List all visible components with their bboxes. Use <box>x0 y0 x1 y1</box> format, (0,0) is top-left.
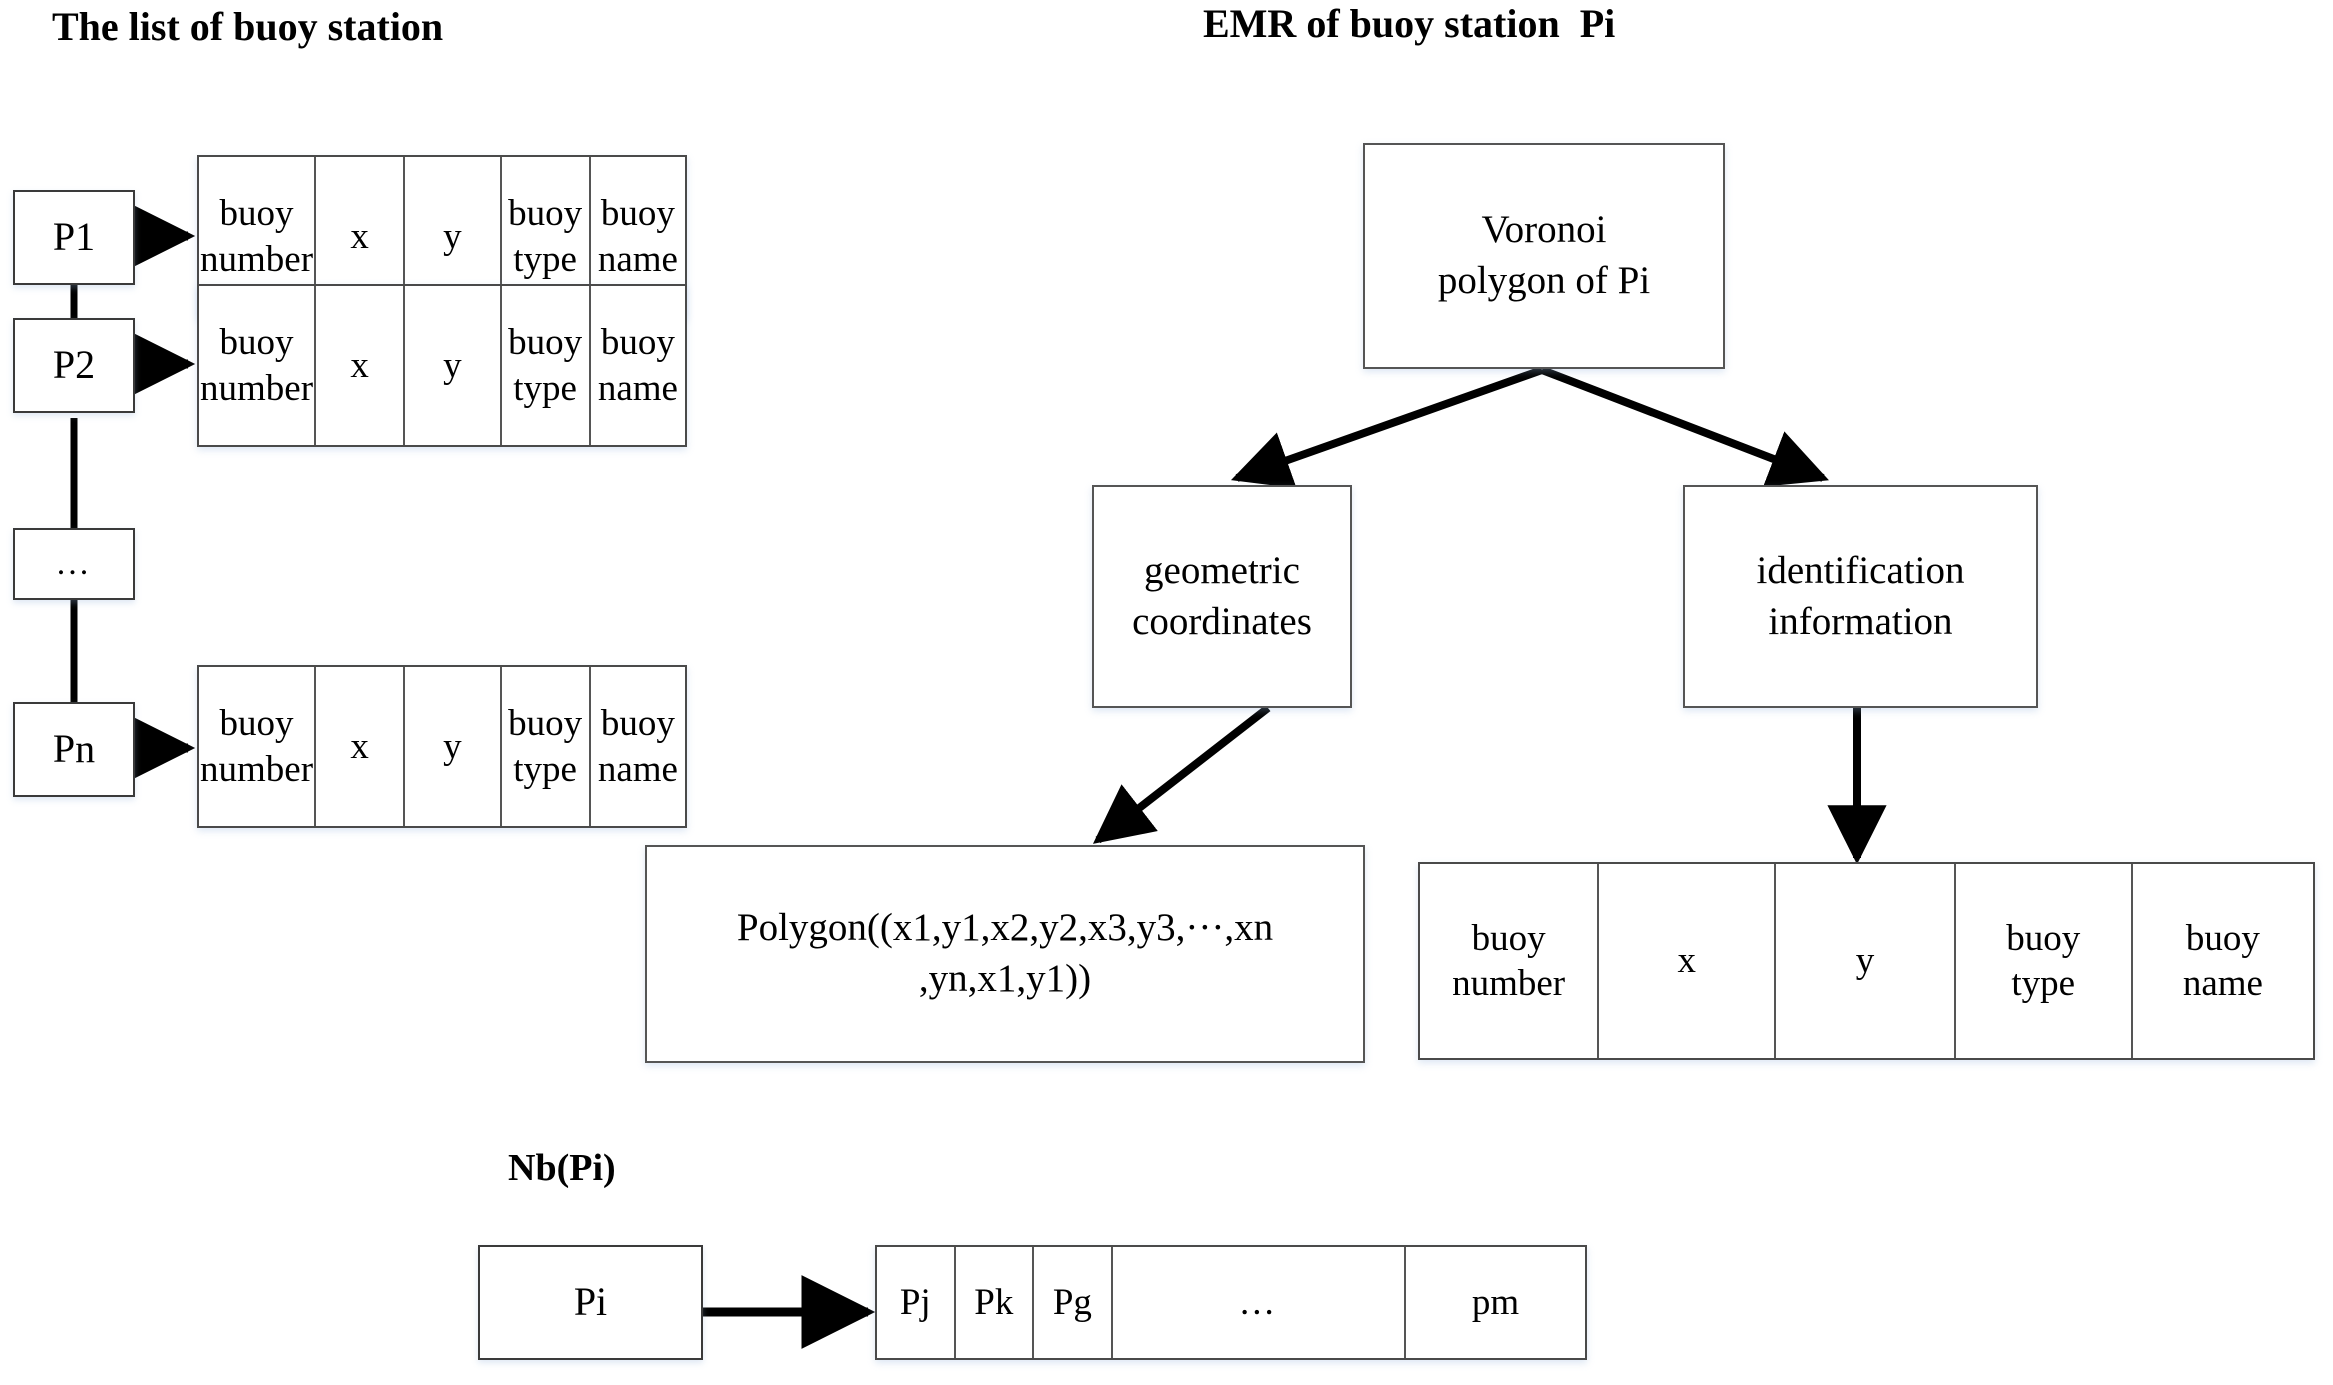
node-p1[interactable]: P1 <box>13 190 135 285</box>
record-table-pn: buoy number x y buoy type buoy name <box>197 665 687 828</box>
record-cell-buoy-number: buoy number <box>199 157 317 316</box>
node-voronoi-polygon-label: Voronoi polygon of Pi <box>1437 208 1651 302</box>
record-cell-y: y <box>405 157 502 316</box>
neighbor-cell-ellipsis: ... <box>1113 1247 1407 1358</box>
node-pn-label: Pn <box>52 726 96 772</box>
node-voronoi-polygon[interactable]: Voronoi polygon of Pi <box>1363 143 1725 369</box>
node-p1-label: P1 <box>52 214 96 260</box>
node-geometric-coordinates[interactable]: geometric coordinates <box>1092 485 1352 708</box>
identification-table: buoy number x y buoy type buoy name <box>1418 862 2315 1060</box>
record-cell-buoy-type: buoy type <box>502 157 591 316</box>
arrow-root-geometric <box>1230 366 1544 489</box>
record-table-p2: buoy number x y buoy type buoy name <box>197 284 687 447</box>
node-ellipsis-label: ... <box>56 545 92 583</box>
record-cell-y: y <box>405 286 502 445</box>
neighbor-table: Pj Pk Pg ... pm <box>875 1245 1587 1360</box>
neighbor-cell-pm: pm <box>1471 1281 1520 1323</box>
record-cell-buoy-number: buoy number <box>199 667 317 826</box>
identification-cell-buoy-number: buoy number <box>1420 864 1600 1058</box>
identification-cell-y: y <box>1776 864 1956 1058</box>
node-geometric-coordinates-label: geometric coordinates <box>1132 548 1312 643</box>
heading-neighbors: Nb(Pi) <box>508 1147 616 1189</box>
node-pn[interactable]: Pn <box>13 702 135 797</box>
node-ellipsis: ... <box>13 528 135 600</box>
record-cell-x: x <box>316 667 406 826</box>
node-identification-information[interactable]: identification information <box>1683 485 2038 708</box>
node-p2[interactable]: P2 <box>13 318 135 413</box>
record-cell-x: x <box>316 157 406 316</box>
identification-cell-buoy-type: buoy type <box>1956 864 2133 1058</box>
arrow-geometric-polygon <box>1092 704 1271 844</box>
record-cell-buoy-type: buoy type <box>502 667 591 826</box>
polygon-value-box: Polygon((x1,y1,x2,y2,x3,y3,···,xn ,yn,x1… <box>645 845 1365 1063</box>
neighbor-cell-pk: Pk <box>956 1247 1035 1358</box>
identification-cell-buoy-name: buoy name <box>2182 917 2263 1004</box>
node-pi[interactable]: Pi <box>478 1245 703 1360</box>
arrow-root-identification <box>1540 366 1829 487</box>
heading-left: The list of buoy station <box>52 4 444 49</box>
record-cell-buoy-name: buoy name <box>597 193 678 280</box>
node-identification-information-label: identification information <box>1756 548 1965 643</box>
identification-cell-x: x <box>1599 864 1777 1058</box>
record-cell-buoy-type: buoy type <box>502 286 591 445</box>
node-p2-label: P2 <box>52 342 96 388</box>
record-cell-buoy-name: buoy name <box>597 322 678 409</box>
record-cell-y: y <box>405 667 502 826</box>
polygon-value-text: Polygon((x1,y1,x2,y2,x3,y3,···,xn ,yn,x1… <box>736 906 1274 1000</box>
neighbor-cell-pg: Pg <box>1034 1247 1113 1358</box>
heading-right: EMR of buoy station Pi <box>1203 1 1616 46</box>
node-pi-label: Pi <box>573 1279 608 1325</box>
neighbor-cell-pj: Pj <box>877 1247 956 1358</box>
record-cell-x: x <box>316 286 406 445</box>
record-cell-buoy-number: buoy number <box>199 286 317 445</box>
record-cell-buoy-name: buoy name <box>597 703 678 790</box>
